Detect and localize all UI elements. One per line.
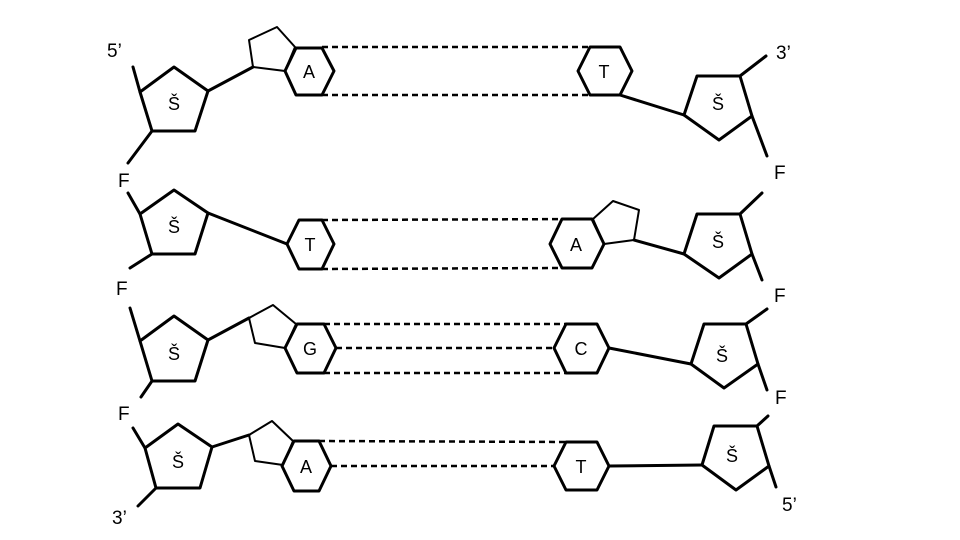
sugar-pentagon	[689, 322, 760, 390]
base-label-right: A	[570, 235, 582, 255]
base-label-left: G	[303, 339, 317, 359]
base-hexagon	[548, 217, 606, 270]
sugar-label: Š	[172, 451, 184, 472]
three-prime-label-top-right: 3’	[776, 43, 791, 64]
sugar-label: Š	[168, 216, 180, 237]
sugar-base-bond	[607, 346, 693, 366]
sugar-pentagon	[682, 212, 754, 280]
pair-row-4: Š A T Š	[131, 414, 778, 508]
sugar-label: Š	[726, 445, 738, 466]
sugar-pentagon	[138, 65, 210, 133]
phosphate-label: F	[116, 279, 128, 300]
base-label-right: C	[575, 339, 588, 359]
base-hexagon	[576, 45, 634, 97]
sugar-base-bond	[618, 93, 686, 117]
sugar-base-bond	[210, 433, 251, 449]
sugar-label: Š	[716, 345, 728, 366]
five-prime-label-top-left: 5’	[107, 41, 122, 62]
pair-row-3: Š G C Š	[128, 304, 769, 399]
backbone-line	[744, 307, 769, 326]
sugar-label: Š	[168, 93, 180, 114]
backbone-line	[738, 54, 768, 78]
phosphate-label: F	[118, 404, 130, 425]
three-prime-label-bottom-left: 3’	[112, 508, 127, 529]
base-label-left: T	[305, 235, 316, 255]
backbone-line	[756, 362, 769, 392]
backbone-line	[136, 486, 158, 508]
backbone-line	[139, 379, 154, 399]
sugar-pentagon	[143, 422, 214, 490]
sugar-pentagon	[682, 74, 754, 142]
backbone-line	[131, 65, 142, 94]
sugar-pentagon	[138, 314, 210, 383]
backbone-line	[128, 306, 142, 343]
sugar-label: Š	[168, 343, 180, 364]
backbone-line	[126, 129, 154, 165]
backbone-line	[750, 114, 769, 158]
backbone-line	[126, 191, 142, 216]
backbone-line	[767, 464, 778, 489]
base-hexagon	[283, 46, 336, 97]
pair-row-2: Š T A Š	[126, 188, 764, 282]
hydrogen-bond	[321, 266, 563, 271]
base-label-left: A	[300, 457, 312, 477]
backbone-line	[128, 252, 154, 270]
five-prime-label-bottom-right: 5’	[782, 495, 797, 516]
base-hexagon	[285, 218, 336, 271]
sugar-base-bond	[607, 463, 704, 468]
sugar-base-bond	[206, 65, 255, 93]
phosphate-label: F	[775, 388, 787, 409]
sugar-pentagon	[700, 424, 771, 492]
phosphate-label: F	[774, 163, 786, 184]
sugar-base-bond	[206, 316, 251, 342]
backbone-line	[755, 414, 770, 428]
base-label-right: T	[599, 62, 610, 82]
sugar-base-bond	[206, 211, 289, 246]
base-label-left: A	[303, 62, 315, 82]
sugar-base-bond	[632, 238, 686, 256]
sugar-label: Š	[712, 93, 724, 114]
sugar-label: Š	[712, 231, 724, 252]
backbone-line	[131, 426, 147, 450]
base-label-right: T	[576, 457, 587, 477]
backbone-line	[738, 191, 764, 216]
phosphate-label: F	[118, 171, 130, 192]
hydrogen-bond	[321, 217, 591, 222]
phosphate-label: F	[774, 286, 786, 307]
pair-row-1: Š A T Š	[126, 26, 769, 165]
sugar-pentagon	[138, 188, 210, 256]
backbone-line	[750, 252, 764, 282]
hydrogen-bond	[318, 439, 567, 444]
